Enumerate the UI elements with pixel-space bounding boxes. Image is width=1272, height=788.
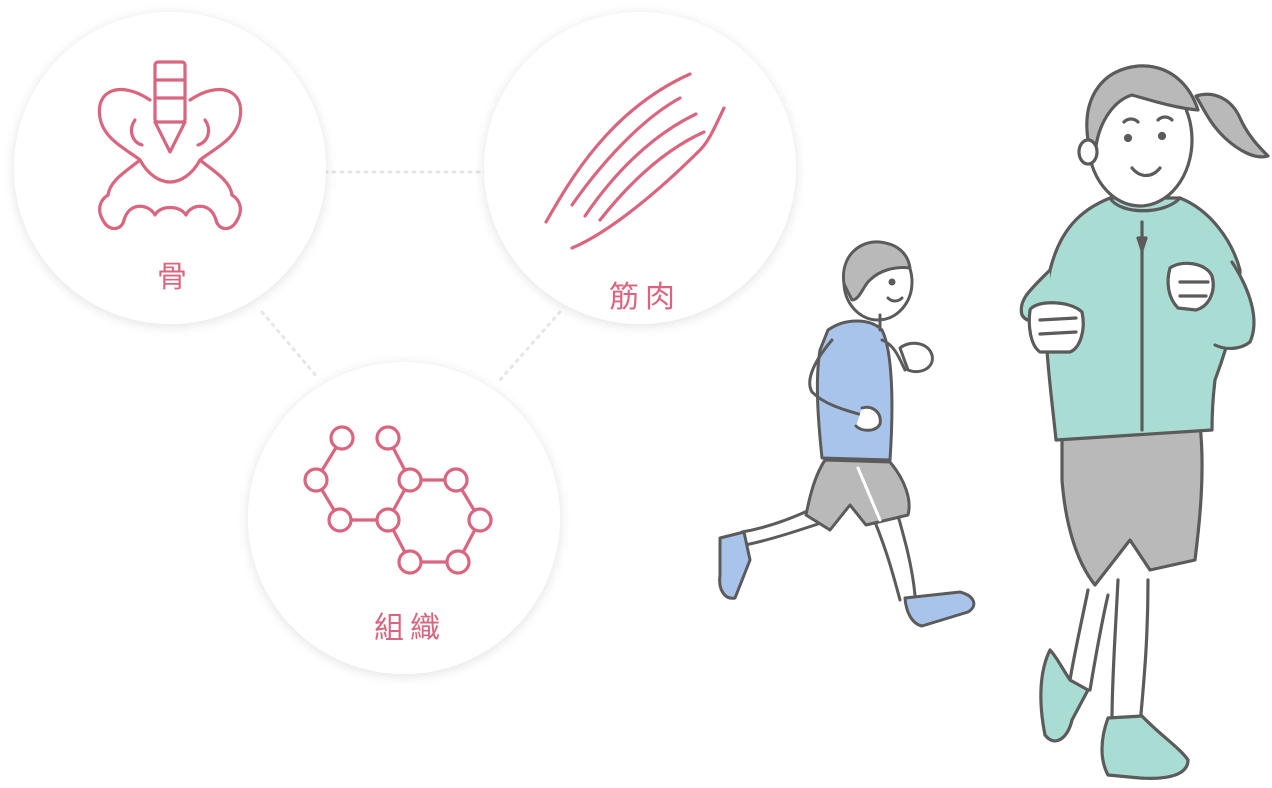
muscle-label: 筋肉 (609, 280, 681, 315)
bone-label: 骨 (157, 260, 193, 295)
muscle-fiber-icon (544, 72, 726, 250)
tissue-label: 組織 (374, 611, 446, 646)
muscle-circle (484, 12, 796, 324)
pelvis-bone-icon (97, 60, 243, 231)
connector-lines (260, 170, 562, 382)
molecule-tissue-icon (303, 425, 493, 575)
tissue-circle (248, 362, 560, 674)
runner-boy (718, 240, 976, 628)
runner-woman (1019, 64, 1270, 780)
bone-circle (14, 12, 326, 324)
